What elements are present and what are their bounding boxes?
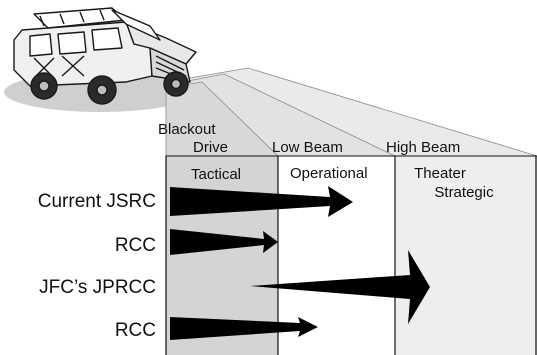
arrow-jfc-jprcc xyxy=(250,250,430,324)
arrow-current-jsrc xyxy=(170,186,353,217)
arrow-rcc-1 xyxy=(170,229,278,255)
header-blackout-line1: Blackout xyxy=(158,121,216,138)
operational-column xyxy=(278,156,395,355)
row-label-rcc-2: RCC xyxy=(115,320,156,341)
header-low-beam: Low Beam xyxy=(272,139,343,156)
header-blackout-line2: Drive xyxy=(193,139,228,156)
theater-strategic-column xyxy=(395,156,537,355)
row-label-rcc-1: RCC xyxy=(115,235,156,256)
column-label-operational: Operational xyxy=(290,165,368,182)
arrow-rcc-2 xyxy=(170,317,318,340)
column-label-strategic: Strategic xyxy=(434,184,494,201)
column-label-tactical: Tactical xyxy=(191,166,241,183)
row-label-jfc-jprcc: JFC’s JPRCC xyxy=(39,277,156,298)
row-label-current-jsrc: Current JSRC xyxy=(38,191,156,212)
header-high-beam: High Beam xyxy=(386,139,460,156)
humvee-icon xyxy=(13,7,197,105)
column-label-theater: Theater xyxy=(414,165,466,182)
